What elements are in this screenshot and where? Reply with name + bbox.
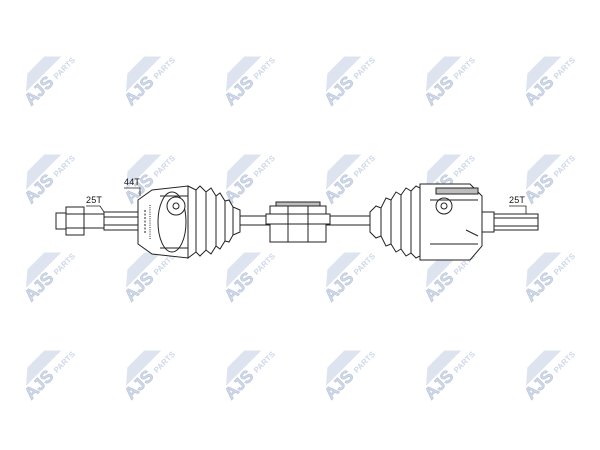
right-spline-label: 25T <box>509 195 526 205</box>
left-spline-shaft <box>103 211 139 231</box>
damper-weight <box>265 201 331 243</box>
left-outer-cv-joint <box>137 185 189 259</box>
right-spline-shaft <box>481 211 539 233</box>
abs-ring-teeth-label: 44T <box>124 177 141 187</box>
left-hub-nut <box>55 206 105 236</box>
outer-left-spline-label: 25T <box>86 195 103 205</box>
left-boot <box>187 185 241 259</box>
right-inner-cv-joint <box>419 183 483 261</box>
right-boot <box>369 185 421 259</box>
label-leaders <box>86 187 527 214</box>
